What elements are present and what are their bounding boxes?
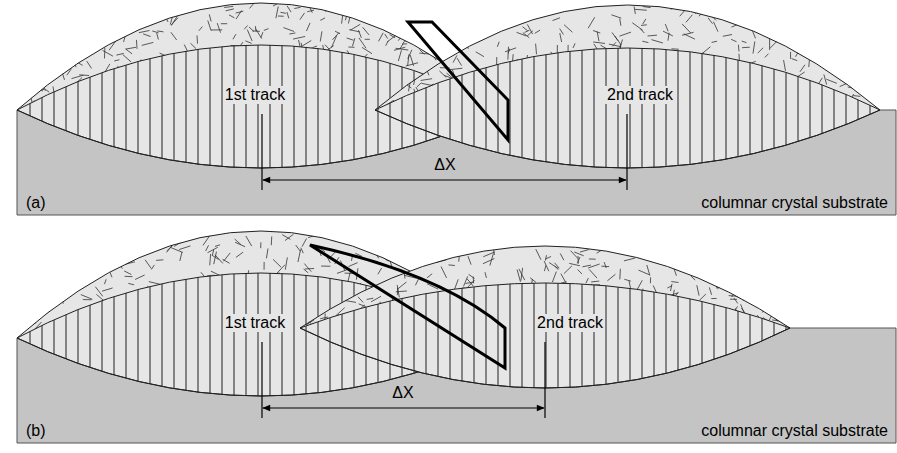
track-label: 2nd track	[605, 86, 675, 104]
panel-letter: (b)	[24, 422, 48, 440]
center-line	[544, 342, 545, 418]
dimension-arrow	[263, 179, 626, 180]
track-label: 1st track	[223, 86, 287, 104]
dimension-label: ΔX	[432, 156, 457, 174]
substrate-label: columnar crystal substrate	[699, 422, 890, 440]
dimension-arrow	[263, 407, 544, 408]
panel	[8, 231, 896, 443]
substrate-label: columnar crystal substrate	[699, 194, 890, 212]
center-line	[261, 114, 262, 190]
track-label: 2nd track	[535, 314, 605, 332]
panel	[10, 3, 896, 215]
bold-outline	[310, 245, 505, 368]
dimension-label: ΔX	[390, 384, 415, 402]
center-line	[261, 342, 262, 418]
track-label: 1st track	[223, 314, 287, 332]
track	[299, 246, 795, 388]
center-line	[626, 114, 627, 190]
panel-letter: (a)	[24, 194, 48, 212]
bold-outline	[408, 22, 508, 140]
